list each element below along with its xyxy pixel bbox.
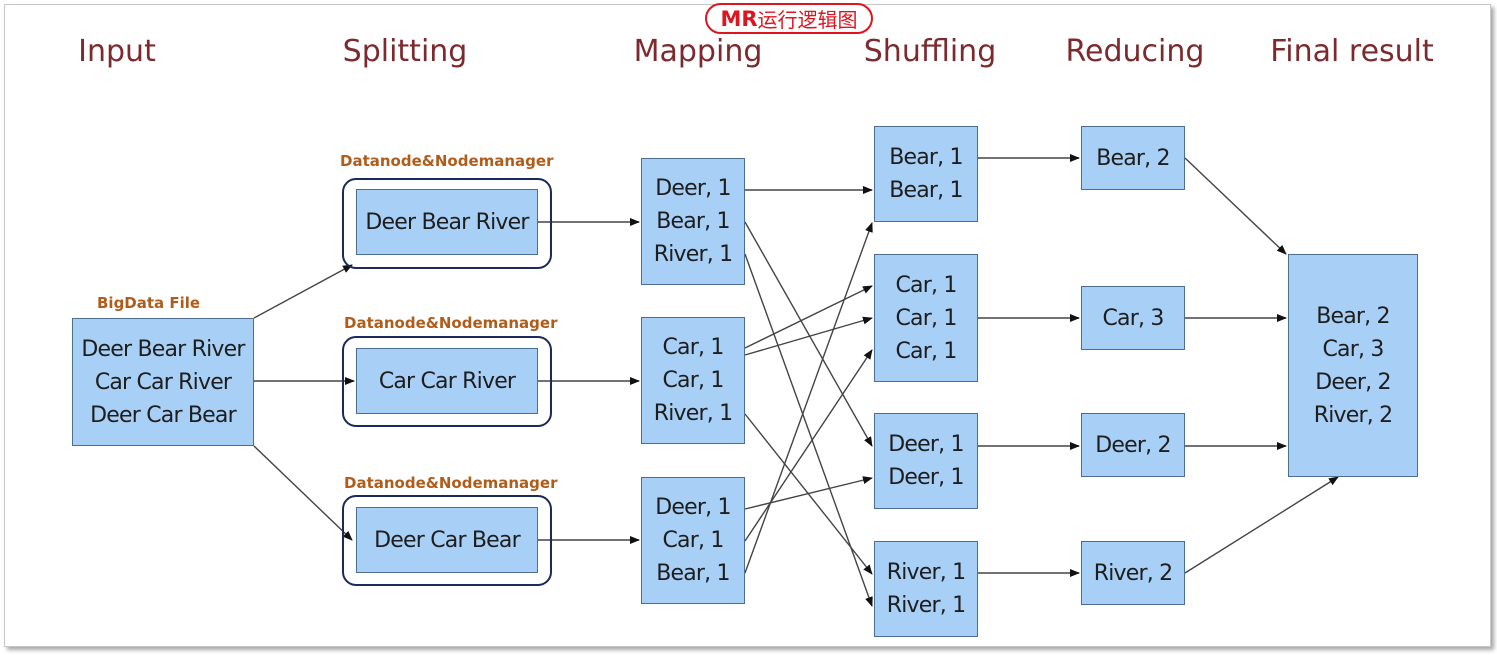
map-box-3: Deer, 1 Car, 1 Bear, 1 bbox=[641, 477, 745, 604]
reduce-box-river: River, 2 bbox=[1081, 541, 1185, 605]
arrow-connector bbox=[744, 253, 873, 607]
bigdata-file-label: BigData File bbox=[97, 294, 201, 312]
reduce-pair: Deer, 2 bbox=[1095, 432, 1171, 458]
map-box-2: Car, 1 Car, 1 River, 1 bbox=[641, 317, 745, 444]
arrow-connector bbox=[744, 285, 873, 349]
stage-label-reducing: Reducing bbox=[1065, 34, 1205, 69]
final-pair: Deer, 2 bbox=[1315, 369, 1391, 395]
input-line: Deer Car Bear bbox=[90, 402, 236, 428]
title-prefix: MR bbox=[720, 6, 758, 31]
reduce-pair: River, 2 bbox=[1093, 560, 1173, 586]
split-text: Car Car River bbox=[378, 368, 516, 394]
split-node-label-1: Datanode&Nodemanager bbox=[340, 152, 554, 170]
split-box-1: Deer Bear River bbox=[356, 189, 538, 255]
shuffle-pair: River, 1 bbox=[886, 593, 966, 618]
map-pair: Car, 1 bbox=[662, 528, 724, 553]
shuffle-pair: Car, 1 bbox=[895, 272, 957, 298]
arrow-connector bbox=[253, 264, 353, 319]
map-pair: Car, 1 bbox=[662, 335, 724, 360]
input-line: Deer Bear River bbox=[81, 336, 245, 362]
reduce-box-car: Car, 3 bbox=[1081, 286, 1185, 350]
map-pair: Deer, 1 bbox=[655, 495, 731, 520]
stage-label-splitting: Splitting bbox=[342, 34, 468, 69]
shuffle-pair: Bear, 1 bbox=[889, 178, 963, 203]
arrow-connector bbox=[1184, 476, 1339, 574]
shuffle-pair: Deer, 1 bbox=[888, 465, 964, 490]
shuffle-box-bear: Bear, 1 Bear, 1 bbox=[874, 126, 978, 222]
map-pair: Deer, 1 bbox=[655, 176, 731, 201]
split-node-label-3: Datanode&Nodemanager bbox=[344, 474, 558, 492]
map-pair: Bear, 1 bbox=[656, 561, 730, 586]
split-node-label-2: Datanode&Nodemanager bbox=[344, 314, 558, 332]
final-pair: Bear, 2 bbox=[1316, 303, 1390, 329]
reduce-box-bear: Bear, 2 bbox=[1081, 126, 1185, 190]
final-result-box: Bear, 2 Car, 3 Deer, 2 River, 2 bbox=[1288, 254, 1418, 477]
reduce-pair: Car, 3 bbox=[1102, 305, 1164, 331]
shuffle-pair: Car, 1 bbox=[895, 338, 957, 364]
reduce-box-deer: Deer, 2 bbox=[1081, 413, 1185, 477]
shuffle-box-river: River, 1 River, 1 bbox=[874, 541, 978, 637]
arrow-connector bbox=[744, 349, 873, 542]
arrow-group bbox=[253, 154, 1339, 607]
split-box-2: Car Car River bbox=[356, 348, 538, 414]
shuffle-pair: Bear, 1 bbox=[889, 145, 963, 170]
shuffle-pair: Car, 1 bbox=[895, 305, 957, 331]
map-pair: Car, 1 bbox=[662, 368, 724, 393]
shuffle-box-car: Car, 1 Car, 1 Car, 1 bbox=[874, 254, 978, 382]
shuffle-pair: Deer, 1 bbox=[888, 432, 964, 457]
split-text: Deer Bear River bbox=[365, 209, 529, 235]
stage-label-input: Input bbox=[78, 34, 156, 69]
split-text: Deer Car Bear bbox=[374, 527, 520, 553]
arrow-connector bbox=[253, 445, 353, 541]
reduce-pair: Bear, 2 bbox=[1096, 145, 1170, 171]
arrow-connector bbox=[1184, 157, 1287, 255]
arrow-connector bbox=[744, 221, 873, 447]
map-box-1: Deer, 1 Bear, 1 River, 1 bbox=[641, 158, 745, 285]
shuffle-box-deer: Deer, 1 Deer, 1 bbox=[874, 413, 978, 509]
map-pair: Bear, 1 bbox=[656, 209, 730, 234]
arrow-connector bbox=[744, 222, 873, 574]
map-pair: River, 1 bbox=[653, 401, 733, 426]
shuffle-pair: River, 1 bbox=[886, 560, 966, 585]
arrow-connector bbox=[744, 476, 873, 510]
map-pair: River, 1 bbox=[653, 242, 733, 267]
stage-label-shuffling: Shuffling bbox=[863, 34, 997, 69]
stage-label-mapping: Mapping bbox=[633, 34, 763, 69]
split-node-frame-1 bbox=[342, 178, 552, 269]
split-node-frame-3 bbox=[342, 495, 552, 586]
arrow-connector bbox=[744, 316, 873, 356]
final-pair: Car, 3 bbox=[1322, 336, 1384, 362]
split-box-3: Deer Car Bear bbox=[356, 507, 538, 573]
split-node-frame-2 bbox=[342, 336, 552, 427]
input-file-box: Deer Bear River Car Car River Deer Car B… bbox=[72, 318, 254, 446]
stage-label-final-result: Final result bbox=[1270, 34, 1434, 69]
input-line: Car Car River bbox=[94, 369, 232, 395]
title-suffix: 运行逻辑图 bbox=[757, 8, 858, 32]
final-pair: River, 2 bbox=[1313, 402, 1393, 428]
